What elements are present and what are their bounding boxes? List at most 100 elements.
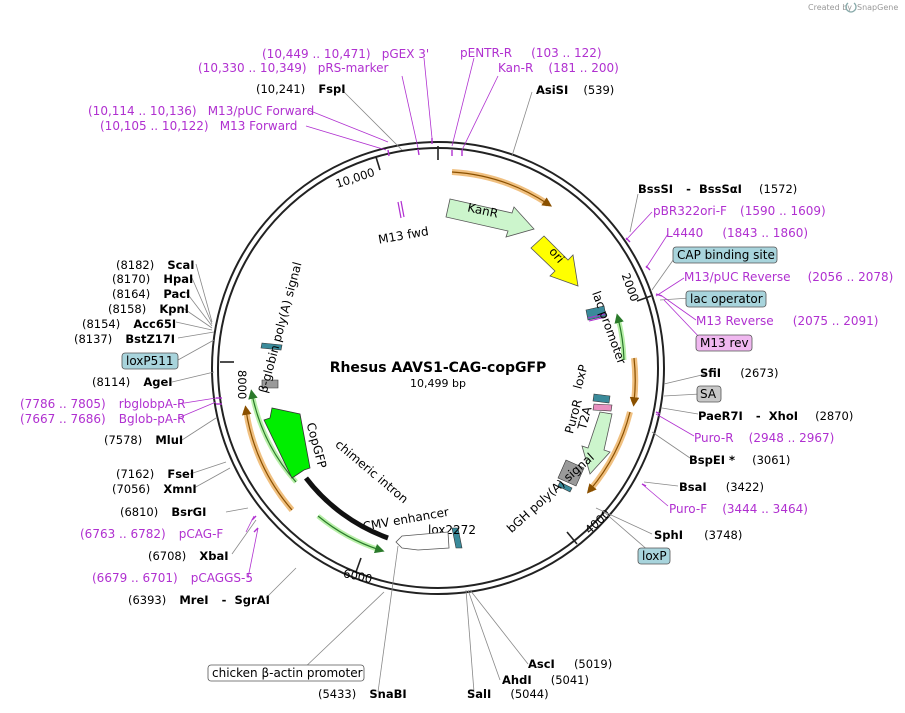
bglobpa-range: (7667 .. 7686): [20, 412, 106, 426]
agei-name: AgeI: [143, 375, 172, 389]
credit-brand: SnapGene: [857, 3, 898, 12]
bsai-name: BsaI: [679, 480, 707, 494]
box-lac-operator: lac operator: [685, 290, 767, 308]
pcagf-name: pCAG-F: [179, 527, 224, 541]
label-sphi: SphI (3748): [654, 524, 742, 543]
sali-name: SalI: [467, 687, 491, 701]
label-bstz17i: (8137) BstZ17I: [74, 328, 175, 347]
label-acc65i: (8154) Acc65I: [82, 313, 176, 332]
orf-arcs: [241, 169, 640, 512]
bglobin-polya-feature: [260, 342, 283, 389]
label-snabi: (5433) SnaBI: [318, 683, 407, 702]
fspi-name: FspI: [318, 82, 345, 96]
fspi-pos: (10,241): [256, 82, 305, 96]
mrei-name2: SgrAI: [235, 593, 270, 607]
tick-marks: [220, 146, 652, 573]
label-m13puc-rev: M13/pUC Reverse (2056 .. 2078): [684, 266, 893, 285]
label-scai: (8182) ScaI: [116, 254, 194, 273]
bspei-pos: (3061): [752, 453, 790, 467]
xmni-pos: (7056): [112, 482, 150, 496]
label-prs-marker: (10,330 .. 10,349) pRS-marker: [198, 57, 388, 76]
paer7i-name2: XhoI: [769, 409, 798, 423]
asci-pos: (5019): [574, 657, 612, 671]
puro-f-name: Puro-F: [669, 502, 707, 516]
tick-label-8000: 8000: [235, 370, 249, 399]
label-sfii: SfiI (2673): [700, 362, 778, 381]
asci-name: AscI: [528, 657, 555, 671]
label-asci: AscI (5019): [528, 653, 612, 672]
label-xbai: (6708) XbaI: [148, 545, 228, 564]
plasmid-name: Rhesus AAVS1-CAG-copGFP: [330, 360, 547, 376]
agei-pos: (8114): [92, 375, 130, 389]
snabi-pos: (5433): [318, 687, 356, 701]
chimeric-intron-feature: [304, 476, 389, 541]
kpni-name: KpnI: [159, 302, 189, 316]
puro-r-range: (2948 .. 2967): [749, 431, 835, 445]
pcagf-range: (6763 .. 6782): [80, 527, 166, 541]
snabi-name: SnaBI: [369, 687, 406, 701]
box-chicken-actin: chicken β-actin promoter: [207, 664, 365, 682]
copgfp-feature: [263, 407, 311, 479]
xmni-name: XmnI: [163, 482, 196, 496]
label-puro-r: Puro-R (2948 .. 2967): [694, 427, 834, 446]
label-asisi: AsiSI (539): [536, 79, 614, 98]
plasmid-size: 10,499 bp: [410, 377, 466, 390]
label-pcagf: (6763 .. 6782) pCAG-F: [80, 523, 223, 542]
puror-feature: [581, 411, 613, 475]
bstz17i-pos: (8137): [74, 332, 112, 346]
fsei-pos: (7162): [116, 467, 154, 481]
pbr322-name: pBR322ori-F: [653, 204, 727, 218]
pbr322-range: (1590 .. 1609): [740, 204, 826, 218]
scai-pos: (8182): [116, 258, 154, 272]
bsrgi-name: BsrGI: [171, 505, 206, 519]
loxp-box-label: loxP: [642, 549, 667, 563]
label-mlui: (7578) MluI: [104, 429, 183, 448]
m13-fwd-label: M13 fwd: [377, 224, 430, 247]
tick-label-4000: 4000: [582, 507, 613, 537]
mrei-name: MreI: [179, 593, 208, 607]
prs-marker-range: (10,330 .. 10,349): [198, 61, 307, 75]
label-bglobpa: (7667 .. 7686) Bglob-pA-R: [20, 408, 186, 427]
acc65i-name: Acc65I: [133, 317, 176, 331]
mrei-pos: (6393): [128, 593, 166, 607]
label-bsrgi: (6810) BsrGI: [120, 501, 206, 520]
box-m13-rev: M13 rev: [695, 334, 753, 352]
l4440-name: L4440: [666, 226, 703, 240]
sa-label: SA: [700, 387, 717, 401]
pentr-r-name: pENTR-R: [460, 46, 512, 60]
bsssi-pos: (1572): [759, 182, 797, 196]
hpai-name: HpaI: [163, 272, 193, 286]
bgh-polya-label: bGH poly(A) signal: [504, 450, 597, 535]
bspei-name: BspEI *: [689, 453, 735, 467]
sfii-pos: (2673): [740, 366, 778, 380]
tick-label-6000: 6000: [342, 566, 374, 586]
label-kan-r: Kan-R (181 .. 200): [498, 57, 619, 76]
pentr-r-range: (103 .. 122): [531, 46, 601, 60]
label-m13puc-fwd: (10,114 .. 10,136) M13/pUC Forward: [88, 100, 314, 119]
cmv-enhancer-feature: [395, 531, 450, 551]
label-bsai: BsaI (3422): [679, 476, 764, 495]
lox2272-feature: [451, 527, 463, 549]
label-pbr322: pBR322ori-F (1590 .. 1609): [653, 200, 826, 219]
kanr-label: KanR: [466, 200, 499, 220]
loxp511-label: loxP511: [126, 354, 174, 368]
m13puc-rev-name: M13/pUC Reverse: [684, 270, 791, 284]
label-l4440: L4440 (1843 .. 1860): [666, 222, 808, 241]
acc65i-pos: (8154): [82, 317, 120, 331]
sphi-name: SphI: [654, 528, 683, 542]
label-bsssi: BssSI - BssSαI (1572): [638, 178, 797, 197]
snapgene-logo-icon: [845, 2, 857, 13]
lac-operator-label: lac operator: [690, 292, 763, 306]
label-puro-f: Puro-F (3444 .. 3464): [669, 498, 808, 517]
kanr-feature: KanR: [445, 198, 535, 238]
puro-f-range: (3444 .. 3464): [722, 502, 808, 516]
puro-r-name: Puro-R: [694, 431, 734, 445]
label-xmni: (7056) XmnI: [112, 478, 197, 497]
bsai-pos: (3422): [726, 480, 764, 494]
sphi-pos: (3748): [704, 528, 742, 542]
tick-label-10000: 10,000: [334, 165, 377, 191]
paci-pos: (8164): [112, 287, 150, 301]
m13-rev-label: M13 rev: [700, 336, 749, 350]
pcaggs5-range: (6679 .. 6701): [92, 571, 178, 585]
label-sali: SalI (5044): [467, 683, 549, 702]
